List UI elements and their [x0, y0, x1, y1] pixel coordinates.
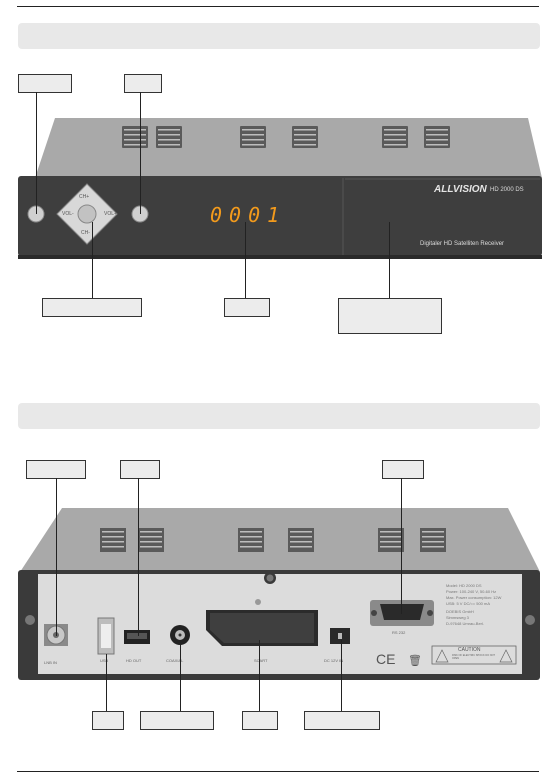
leader-front-4: [245, 222, 246, 298]
callout-box-rear-5: [140, 711, 214, 730]
spec-line: Simmsweg 3: [446, 615, 469, 620]
port-label-coaxial: COAXIAL: [166, 658, 184, 663]
front-panel-illustration: [18, 118, 542, 259]
leader-front-2: [140, 92, 141, 214]
port-label-dc: DC 12V IN: [324, 658, 344, 663]
callout-box-rear-4: [92, 711, 124, 730]
section-header-rear: [18, 403, 540, 429]
port-label-scart: SCART: [254, 658, 268, 663]
callout-box-front-1: [18, 74, 72, 93]
top-rule: [17, 6, 539, 7]
spec-line: D-97648 Umrau-Berl.: [446, 621, 485, 626]
nav-down-label: CH-: [81, 230, 90, 236]
weee-bin-icon: 🗑: [408, 654, 422, 667]
callout-box-rear-2: [120, 460, 160, 479]
leader-front-3: [92, 222, 93, 298]
product-line-label: Digitaler HD Satelliten Receiver: [420, 241, 505, 247]
leader-rear-7: [341, 640, 342, 711]
spec-line: DOEBIS GmbH: [446, 609, 474, 614]
bottom-rule: [17, 771, 539, 772]
port-label-hdmi: HD OUT: [126, 658, 142, 663]
model-label: HD 2000 DS: [490, 187, 524, 193]
callout-box-rear-6: [242, 711, 278, 730]
caution-label: [431, 645, 517, 665]
callout-box-rear-7: [304, 711, 380, 730]
spec-line: Power: 100-240 V, 50-60 Hz: [446, 589, 497, 594]
callout-box-front-2: [124, 74, 162, 93]
callout-box-rear-3: [382, 460, 424, 479]
led-display: 0001: [210, 203, 287, 227]
leader-front-1: [36, 92, 37, 214]
callout-box-front-4: [224, 298, 270, 317]
nav-up-label: CH+: [79, 194, 90, 200]
spec-line: USB: 5 V DC/== 500 mA: [446, 601, 491, 606]
callout-box-front-3: [42, 298, 142, 317]
ce-mark: CE: [376, 651, 395, 667]
spec-line: Model: HD 2000 DS: [446, 583, 482, 588]
leader-rear-6: [259, 640, 260, 711]
spec-block: Model: HD 2000 DS Power: 100-240 V, 50-6…: [446, 583, 501, 627]
port-label-usb: USB: [100, 658, 109, 663]
leader-rear-1: [56, 478, 57, 636]
leader-rear-5: [180, 640, 181, 711]
leader-rear-2: [138, 478, 139, 636]
nav-left-label: VOL-: [62, 211, 74, 217]
spec-line: Max. Power consumption: 12W: [446, 595, 502, 600]
port-label-lnb: LNB IN: [44, 660, 57, 665]
leader-front-5: [389, 222, 390, 298]
front-vents: [122, 126, 450, 148]
caution-text: CAUTION: [458, 647, 481, 653]
leader-rear-4: [106, 654, 107, 711]
brand-logo: ALLVISION: [434, 184, 487, 195]
port-label-rs232: RS 232: [392, 630, 406, 635]
rear-top-cover: [20, 508, 540, 572]
callout-box-front-5: [338, 298, 442, 334]
caution-subtext: RISK OF ELECTRIC SHOCK DO NOT OPEN: [452, 654, 496, 660]
front-face: [18, 176, 542, 256]
section-header-front: [18, 23, 540, 49]
nav-right-label: VOL+: [104, 211, 117, 217]
leader-rear-3: [401, 478, 402, 614]
